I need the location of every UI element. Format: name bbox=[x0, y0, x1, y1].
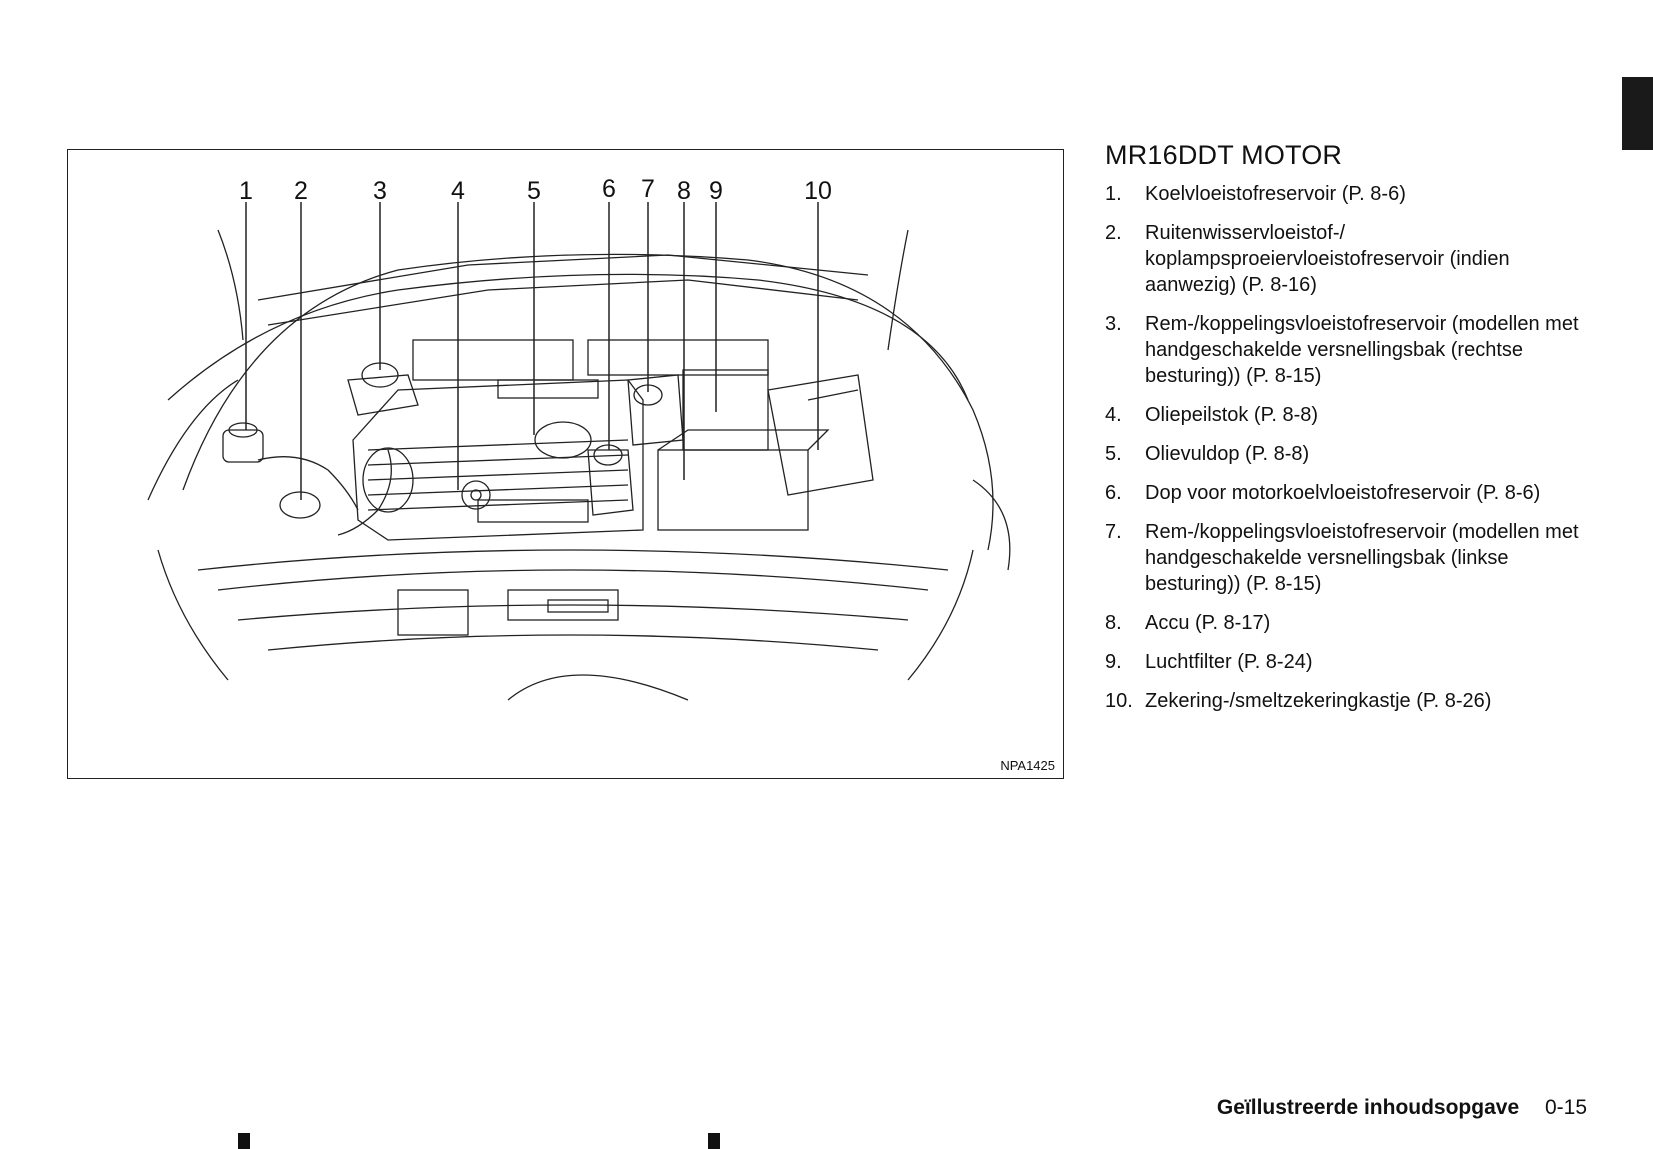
callout-6: 6 bbox=[602, 175, 616, 203]
item-number: 2. bbox=[1105, 222, 1122, 244]
engine-drawing bbox=[147, 202, 1011, 701]
list-item: 1. Koelvloeistofreservoir (P. 8-6) bbox=[1105, 181, 1595, 207]
item-number: 5. bbox=[1105, 443, 1122, 465]
list-item: 7. Rem-/koppelingsvloeistofreservoir (mo… bbox=[1105, 519, 1595, 597]
engine-compartment-figure: 1 2 3 4 5 6 7 8 9 10 NPA1425 bbox=[67, 149, 1064, 779]
item-text: Zekering-/smeltzekeringkastje (P. 8-26) bbox=[1145, 690, 1492, 712]
callout-3: 3 bbox=[373, 177, 387, 205]
item-number: 10. bbox=[1105, 690, 1133, 712]
engine-legend: MR16DDT MOTOR 1. Koelvloeistofreservoir … bbox=[1105, 140, 1595, 727]
callout-5: 5 bbox=[527, 177, 541, 205]
list-item: 9. Luchtfilter (P. 8-24) bbox=[1105, 649, 1595, 675]
item-text: Dop voor motorkoelvloeistofreservoir (P.… bbox=[1145, 482, 1541, 504]
callout-1: 1 bbox=[239, 177, 253, 205]
list-item: 3. Rem-/koppelingsvloeistofreservoir (mo… bbox=[1105, 311, 1595, 389]
item-text: Rem-/koppelingsvloeistofreservoir (model… bbox=[1145, 521, 1579, 595]
item-text: Koelvloeistofreservoir (P. 8-6) bbox=[1145, 183, 1406, 205]
callout-7: 7 bbox=[641, 175, 655, 203]
item-text: Olievuldop (P. 8-8) bbox=[1145, 443, 1310, 465]
item-text: Luchtfilter (P. 8-24) bbox=[1145, 651, 1313, 673]
callout-9: 9 bbox=[709, 177, 723, 205]
page-number: 0-15 bbox=[1544, 1096, 1587, 1119]
chapter-tab-marker bbox=[1622, 77, 1653, 150]
item-text: Accu (P. 8-17) bbox=[1145, 612, 1271, 634]
crop-mark-left bbox=[238, 1133, 250, 1149]
list-item: 6. Dop voor motorkoelvloeistofreservoir … bbox=[1105, 480, 1595, 506]
page-footer: Geïllustreerde inhoudsopgave 0-15 bbox=[1217, 1096, 1587, 1120]
item-text: Rem-/koppelingsvloeistofreservoir (model… bbox=[1145, 313, 1579, 387]
callout-2: 2 bbox=[294, 177, 308, 205]
item-number: 6. bbox=[1105, 482, 1122, 504]
callout-4: 4 bbox=[451, 177, 465, 205]
footer-title: Geïllustreerde inhoudsopgave bbox=[1216, 1096, 1520, 1119]
callout-10: 10 bbox=[804, 177, 832, 205]
item-number: 9. bbox=[1105, 651, 1122, 673]
list-item: 8. Accu (P. 8-17) bbox=[1105, 610, 1595, 636]
list-item: 10. Zekering-/smeltzekeringkastje (P. 8-… bbox=[1105, 688, 1595, 714]
item-number: 8. bbox=[1105, 612, 1122, 634]
item-number: 4. bbox=[1105, 404, 1122, 426]
item-text: Ruitenwisservloeistof-/ koplampsproeierv… bbox=[1145, 222, 1510, 296]
section-title: MR16DDT MOTOR bbox=[1105, 140, 1343, 170]
item-text: Oliepeilstok (P. 8-8) bbox=[1145, 404, 1319, 426]
figure-code: NPA1425 bbox=[1000, 758, 1055, 773]
item-number: 7. bbox=[1105, 521, 1122, 543]
list-item: 4. Oliepeilstok (P. 8-8) bbox=[1105, 402, 1595, 428]
list-item: 2. Ruitenwisservloeistof-/ koplampsproei… bbox=[1105, 220, 1595, 298]
list-item: 5. Olievuldop (P. 8-8) bbox=[1105, 441, 1595, 467]
item-number: 3. bbox=[1105, 313, 1122, 335]
item-number: 1. bbox=[1105, 183, 1122, 205]
crop-mark-right bbox=[708, 1133, 720, 1149]
callout-8: 8 bbox=[677, 177, 691, 205]
